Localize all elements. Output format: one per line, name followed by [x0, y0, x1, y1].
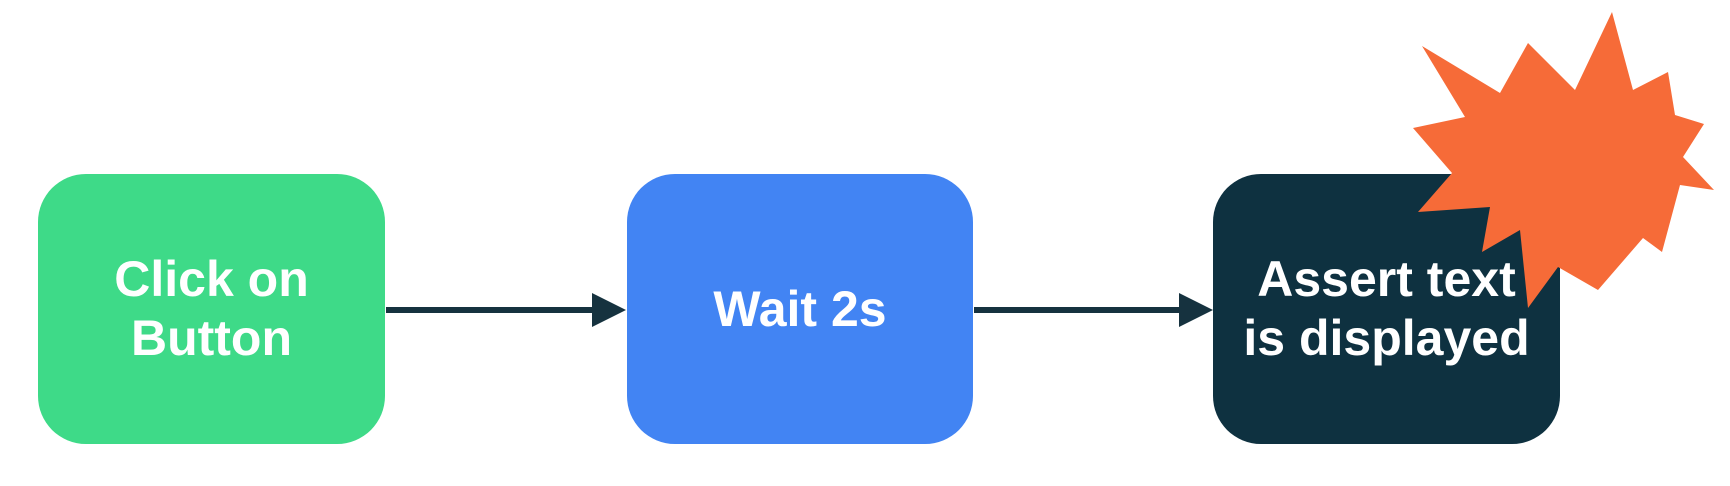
step-node-assert-text: Assert text is displayed [1213, 174, 1560, 444]
step-node-label: Wait 2s [713, 280, 887, 337]
step-node-click-on-button: Click on Button [38, 174, 385, 444]
step-node-wait-2s: Wait 2s [627, 174, 973, 444]
connector-arrow-2 [974, 293, 1213, 327]
connector-arrowhead-icon [1179, 293, 1213, 327]
step-node-label: Assert text is displayed [1243, 251, 1530, 366]
connector-arrow-1 [386, 293, 626, 327]
step-node-label: Click on Button [114, 251, 309, 366]
connector-arrowhead-icon [592, 293, 626, 327]
